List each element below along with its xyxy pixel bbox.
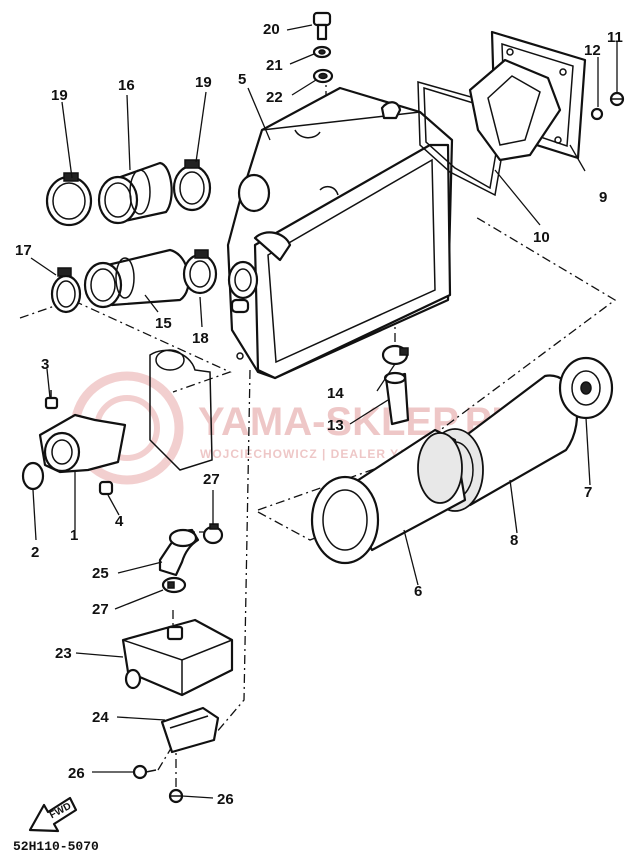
callout-6: 6 — [414, 583, 422, 600]
screw-11 — [609, 91, 625, 107]
callout-19-right: 19 — [195, 74, 212, 91]
callout-23: 23 — [55, 645, 72, 662]
callout-8: 8 — [510, 532, 518, 549]
intake-duct — [468, 30, 587, 162]
callout-25: 25 — [92, 565, 109, 582]
intake-joint-15 — [83, 248, 190, 309]
o-ring-2 — [21, 461, 45, 491]
callout-26-upper: 26 — [68, 765, 85, 782]
callout-21: 21 — [266, 57, 283, 74]
callout-9: 9 — [599, 189, 607, 206]
diagram-code: 52H110-5070 — [13, 839, 99, 854]
callout-11: 11 — [607, 29, 623, 46]
callout-14: 14 — [327, 385, 344, 402]
nut-4 — [98, 480, 114, 496]
callout-3: 3 — [41, 356, 49, 373]
callout-2: 2 — [31, 544, 39, 561]
callout-1: 1 — [70, 527, 78, 544]
callout-4: 4 — [115, 513, 124, 530]
callout-17: 17 — [15, 242, 32, 259]
intake-joint-16 — [97, 161, 173, 225]
callout-27-lower: 27 — [92, 601, 109, 618]
bolt-3 — [44, 390, 59, 410]
watermark-subline: WOJCIECHOWICZ | DEALER YAMAHA — [200, 447, 448, 461]
screw-26-lower — [168, 788, 184, 804]
clamp-17 — [50, 267, 82, 314]
air-box-case — [226, 86, 454, 380]
clamp-14 — [381, 344, 409, 366]
clamp-19-right — [172, 159, 212, 212]
bracket-24 — [160, 706, 220, 754]
callout-7: 7 — [584, 484, 592, 501]
element-seal-6 — [310, 428, 467, 565]
clamp-18 — [182, 249, 218, 295]
callout-13: 13 — [327, 417, 344, 434]
callout-5: 5 — [238, 71, 246, 88]
filter-13 — [383, 371, 410, 426]
callout-27-upper: 27 — [203, 471, 220, 488]
callout-20: 20 — [263, 21, 280, 38]
callout-19-left: 19 — [51, 87, 68, 104]
leader-lines — [30, 24, 618, 799]
callout-15: 15 — [155, 315, 172, 332]
grommet-22 — [312, 68, 334, 84]
callout-24: 24 — [92, 709, 109, 726]
fwd-arrow: FWD — [28, 796, 78, 833]
hose-25 — [158, 528, 200, 577]
clip-27-upper — [202, 523, 224, 545]
callout-12: 12 — [584, 42, 601, 59]
callout-26-lower: 26 — [217, 791, 234, 808]
screw-26-upper — [132, 764, 157, 780]
callout-16: 16 — [118, 77, 135, 94]
callout-18: 18 — [192, 330, 209, 347]
clip-27-lower — [161, 576, 187, 594]
carburetor-outline — [149, 349, 213, 471]
bolt-20 — [312, 11, 332, 41]
manifold-1 — [38, 413, 127, 474]
washer-12 — [590, 107, 604, 121]
drain-tank-23 — [121, 618, 234, 697]
cap-7 — [558, 356, 614, 420]
callout-22: 22 — [266, 89, 283, 106]
clamp-19-left — [45, 172, 93, 227]
callout-numbers: 1 2 3 4 5 6 7 8 9 10 11 12 13 14 15 16 1… — [15, 21, 623, 808]
callout-10: 10 — [533, 229, 550, 246]
washer-21 — [312, 45, 332, 59]
